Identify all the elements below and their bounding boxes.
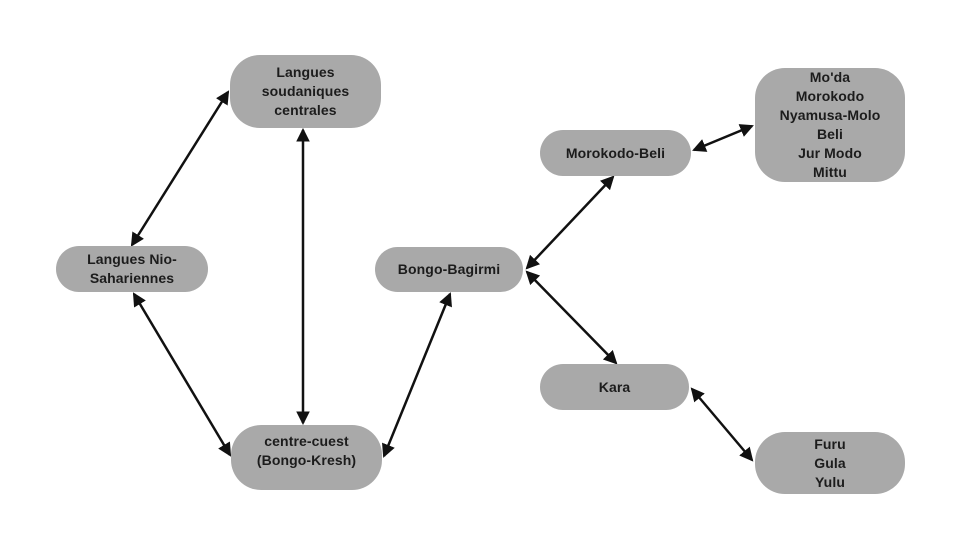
node-langues-soudaniques-centrales: Langues soudaniques centrales [230,55,381,128]
edge-langues-nio-sahariennes--centre-cuest-bongo-kresh [132,292,232,457]
node-label-line: Beli [816,126,844,142]
node-label-line: Morokodo-Beli [565,144,666,161]
node-label-line: centre-cuest [264,433,349,449]
node-label-line: Mittu [813,164,847,180]
node-label-line: Bongo-Bagirmi [397,261,501,277]
node-label-line: Kara [598,378,631,395]
node-label-line: (Bongo-Kresh) [256,452,357,468]
node-kara: Kara [540,364,689,410]
edge-bongo-bagirmi--morokodo-beli [525,175,615,270]
edge-centre-cuest-bongo-kresh--bongo-bagirmi [382,292,452,458]
node-label-line: Nyamusa-Molo [779,107,881,123]
node-langues-nio-sahariennes: Langues Nio- Sahariennes [56,246,208,292]
node-label-line: Furu [814,435,846,452]
node-label-line: Langues Nio- [87,251,177,267]
edge-kara--furu-gula-yulu [690,387,754,462]
node-label-line: Langues [276,64,335,80]
node-morokodo-beli: Morokodo-Beli [540,130,691,176]
edge-langues-nio-sahariennes--langues-soudaniques-centrales [130,90,230,247]
node-label-line: Morokodo [795,88,865,104]
node-label-line: Mo'da [809,69,851,85]
node-label-line: soudaniques [261,83,350,99]
node-label-line: Gula [814,454,846,471]
edge-group [130,90,754,462]
edge-morokodo-beli--moda-morokodo-group [692,124,754,152]
node-label-line: Sahariennes [89,270,175,286]
node-label-line: Yulu [815,473,845,490]
node-label-line: centrales [274,102,337,118]
node-centre-cuest-bongo-kresh: centre-cuest (Bongo-Kresh) [231,425,382,490]
node-bongo-bagirmi: Bongo-Bagirmi [375,247,523,292]
edge-bongo-bagirmi--kara [525,270,618,365]
node-label-line: Jur Modo [798,145,862,161]
